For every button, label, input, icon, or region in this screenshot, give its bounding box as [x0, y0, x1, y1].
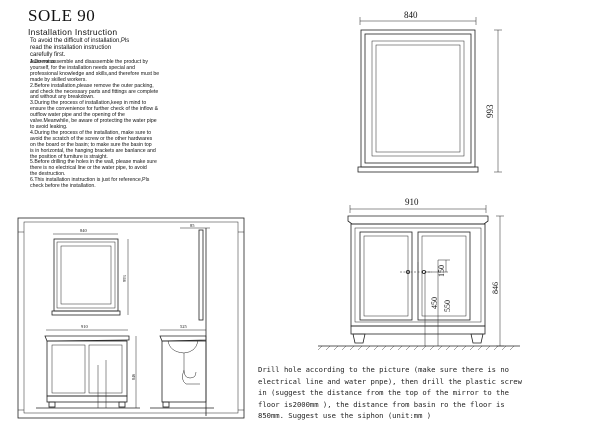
- intro-text: To avoid the difficult of installation,P…: [30, 38, 200, 66]
- step-line: made by skilled workers.: [30, 76, 87, 83]
- small-cabinet-height-label: 846: [131, 374, 136, 380]
- mirror-width-label: 840: [404, 10, 418, 20]
- step-line: check before the installation.: [30, 183, 96, 190]
- document-title: SOLE 90: [28, 6, 96, 25]
- drill-note-line: electrical line and water pnpe), then dr…: [258, 376, 522, 386]
- small-cabinet-width-label: 910: [81, 324, 89, 329]
- intro-line: carefully first.: [30, 52, 66, 58]
- drill-note-line: in (suggest the distance from the top of…: [258, 388, 509, 397]
- large-cabinet-drawing: 910: [317, 197, 520, 351]
- step-line: and check the necessary parts and fittin…: [30, 88, 159, 95]
- cabinet-width-label: 910: [405, 197, 419, 207]
- drill-450-label: 450: [430, 297, 439, 309]
- step-line: is in horizontal, the hanging brackets a…: [30, 147, 156, 154]
- step-line: 6.This installation instruction is just …: [30, 177, 150, 184]
- intro-line: read the installation instruction: [30, 45, 112, 51]
- step-line: outflow water pipe and the opening of th…: [30, 112, 125, 119]
- step-line: to avoid leaking.: [30, 123, 68, 130]
- step-line: on the board or the basin; to make sure …: [30, 141, 152, 148]
- step-line: and without any breakdown.: [30, 94, 95, 101]
- small-mirror-width-label: 840: [80, 228, 88, 233]
- step-line: ensure the convenience for further check…: [30, 106, 159, 113]
- step-line: 3.During the process of installation,kee…: [30, 100, 147, 107]
- small-drawing-sheet: 840 993 85 910 846 525: [17, 217, 245, 419]
- small-side-top-label: 85: [190, 223, 195, 228]
- document-subtitle: Installation Instruction: [28, 27, 118, 37]
- intro-line: To avoid the difficult of installation,P…: [30, 38, 130, 44]
- drill-note-line: Drill hole according to the picture (mak…: [258, 365, 509, 374]
- step-line: professional knowledge and skills,and th…: [30, 70, 160, 77]
- step-line: the destruction.: [30, 171, 66, 178]
- large-mirror-drawing: 840 993: [357, 10, 502, 173]
- step-line: 5.Before drilling the holes in the wall,…: [30, 159, 157, 166]
- step-line: valve.Meanwhile, be aware of protecting …: [30, 118, 157, 125]
- step-line: yourself, for the installation needs spe…: [30, 64, 135, 71]
- small-side-depth-label: 525: [180, 324, 188, 329]
- drill-note-line: 850mm. Suggest use the siphon (unit:mm ): [258, 411, 432, 420]
- drill-150-label: 150: [437, 265, 446, 277]
- drill-550-label: 550: [443, 300, 452, 312]
- step-line: the position of furniture is straight.: [30, 153, 108, 160]
- mirror-height-label: 993: [485, 104, 495, 118]
- intro-line: Awareness: [30, 59, 55, 65]
- step-line: there is no electrical line or the water…: [30, 165, 147, 172]
- drill-note: Drill hole according to the picture (mak…: [258, 364, 590, 422]
- cabinet-height-label: 846: [491, 282, 500, 294]
- instruction-steps: 1.Do not assemble and disassemble the pr…: [30, 59, 198, 190]
- step-line: 2.Before installation,please remove the …: [30, 82, 154, 89]
- drill-note-line: floor is2000mm ), the distance from basi…: [258, 399, 505, 409]
- step-line: avoid the scratch of the screw or the ot…: [30, 135, 153, 142]
- step-line: 4.During the process of the installation…: [30, 129, 152, 136]
- step-line: 1.Do not assemble and disassemble the pr…: [30, 59, 148, 65]
- small-mirror-height-label: 993: [122, 275, 127, 283]
